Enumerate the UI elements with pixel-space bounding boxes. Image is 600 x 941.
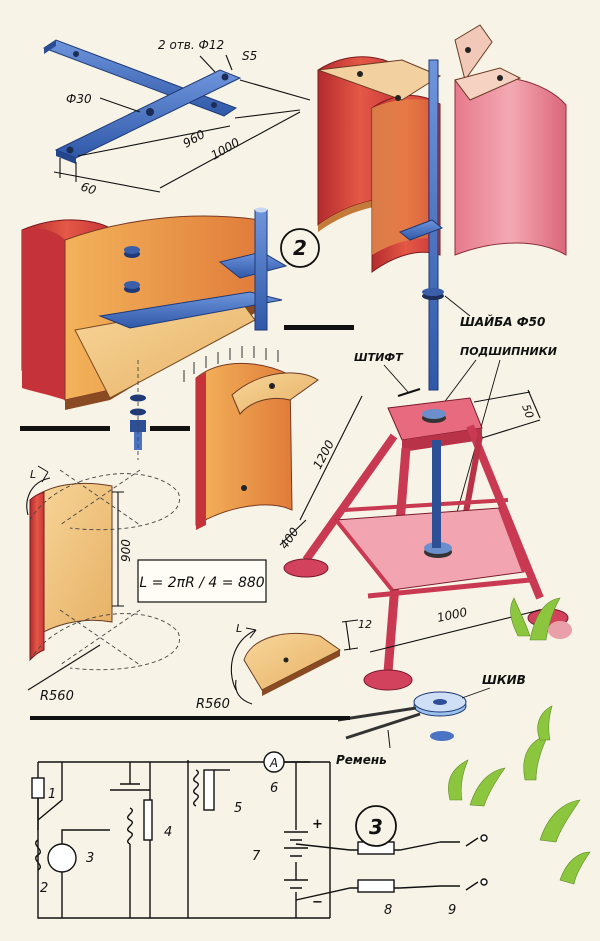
- grass-decoration: [448, 597, 591, 885]
- label-400: 400: [277, 525, 302, 552]
- schematic-label-7: 7: [252, 849, 261, 864]
- label-900: 900: [119, 539, 133, 562]
- label-1000-base: 1000: [436, 605, 469, 625]
- schematic-label-8: 8: [384, 903, 392, 918]
- label-1000-top: 1000: [209, 135, 243, 163]
- label-washer: ШАЙБА Ф50: [460, 314, 545, 329]
- schematic-label-6: 6: [270, 781, 278, 796]
- label-50: 50: [519, 403, 536, 421]
- schematic-label-2: 2: [40, 881, 48, 896]
- label-pin: ШТИФТ: [354, 351, 404, 364]
- figure-number-3: [355, 805, 397, 847]
- flower-decoration: [548, 621, 572, 639]
- schematic-label-4: 4: [164, 825, 172, 840]
- leader-washer: [444, 295, 471, 317]
- dimension-1200: [299, 395, 363, 521]
- dimension-50: [473, 389, 541, 439]
- section-divider-right: [284, 325, 354, 330]
- schematic-label-1: 1: [48, 787, 56, 802]
- dimension-400: [279, 519, 307, 546]
- rotor-assembly: [317, 24, 567, 397]
- label-60: 60: [79, 180, 98, 198]
- battery-plus: +: [312, 817, 323, 832]
- section-divider-left: [20, 426, 110, 431]
- tower-stand: [283, 397, 569, 691]
- blade-template-drawing: [26, 465, 180, 691]
- section-divider-mid: [150, 426, 190, 431]
- schematic-label-9: 9: [448, 903, 456, 918]
- label-l-arc: L: [30, 468, 36, 481]
- pulley-belt: [337, 691, 467, 749]
- formula-text: L = 2πR / 4 = 880: [139, 575, 264, 591]
- schematic-label-3: 3: [86, 851, 94, 866]
- label-bearings: ПОДШИПНИКИ: [460, 345, 557, 358]
- figure-number-2: [280, 228, 320, 268]
- label-l-arc2: L: [236, 622, 242, 635]
- ammeter-symbol: A: [269, 756, 278, 770]
- leader-pulley: [461, 687, 491, 699]
- label-12: 12: [358, 618, 372, 631]
- blade-end-cap: [183, 346, 319, 530]
- section-divider-bottom: [30, 716, 350, 720]
- figure-2-label: 2: [293, 236, 307, 260]
- formula-box: [137, 559, 267, 603]
- label-r560-a: R560: [40, 689, 74, 704]
- label-s5: S5: [242, 49, 257, 63]
- semicircle-template: [230, 619, 359, 705]
- label-960: 960: [181, 127, 208, 151]
- label-holes: 2 отв. Ф12: [158, 38, 224, 52]
- blade-mounting: [21, 207, 288, 460]
- figure-3-label: 3: [369, 815, 383, 839]
- label-pulley: ШКИВ: [482, 673, 526, 687]
- label-phi30: Ф30: [66, 92, 92, 106]
- crossbar-bracket: [42, 39, 311, 193]
- leader-pin: [383, 364, 409, 393]
- label-belt: Ремень: [336, 753, 387, 767]
- label-r560-b: R560: [196, 697, 230, 712]
- schematic-label-5: 5: [234, 801, 242, 816]
- electrical-schematic: [31, 751, 488, 919]
- battery-minus: −: [312, 895, 323, 910]
